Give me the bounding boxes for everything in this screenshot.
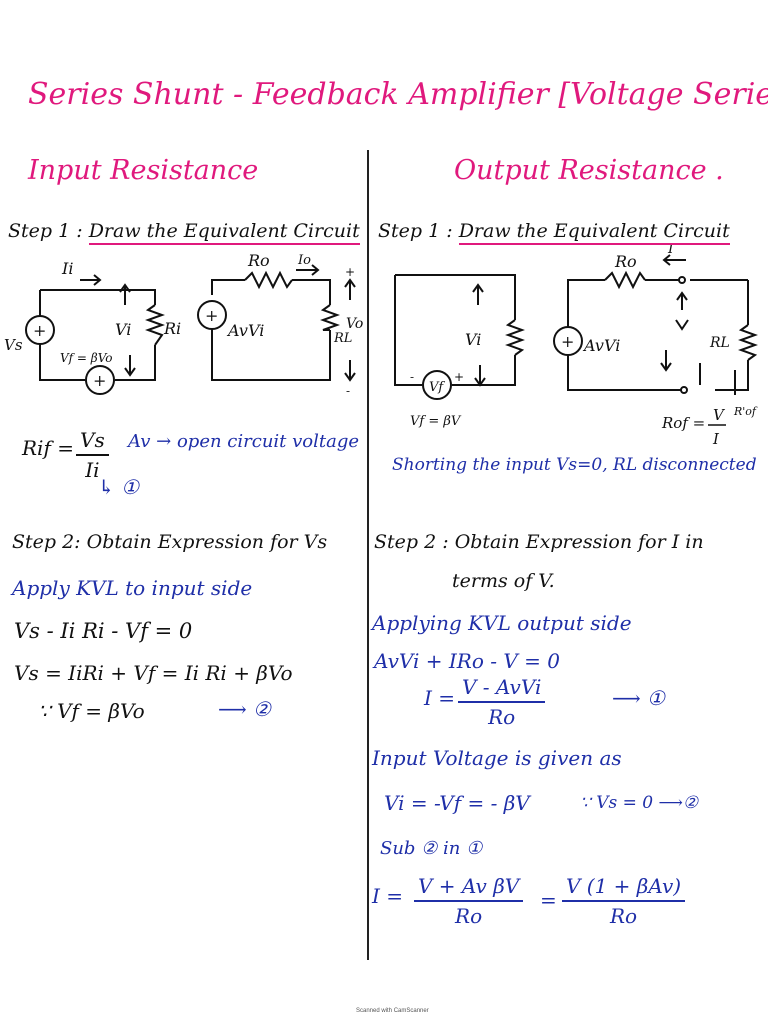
label-ii: Ii <box>61 259 73 278</box>
r-prime-of-label: R'of <box>733 405 758 418</box>
label-vo: Vo <box>346 316 363 332</box>
av-note: Av → open circuit voltage <box>128 431 360 452</box>
right-label-vf: Vf = βV <box>410 414 462 429</box>
rif-label: Rif = <box>22 436 74 460</box>
scanner-footer: Scanned with CamScanner <box>356 1008 429 1014</box>
right-eq4-equals: = <box>540 888 557 912</box>
right-eq1: AvVi + IRo - V = 0 <box>374 649 561 673</box>
right-step1-text: Draw the Equivalent Circuit <box>458 220 730 245</box>
right-eq4-numerator: V + Av βV <box>414 874 524 902</box>
left-kvl-heading: Apply KVL to input side <box>12 576 253 600</box>
output-equivalent-circuit: - + Vf + Vi Vf = βV Ro I AvVi RL Rof = V… <box>394 245 758 448</box>
right-eq4-lhs: I = <box>372 884 404 908</box>
right-eq4-denominator: Ro <box>455 904 483 928</box>
right-step2-cont: terms of V. <box>452 570 555 592</box>
left-eq2: Vs = IiRi + Vf = Ii Ri + βVo <box>14 661 293 685</box>
vf-minus: - <box>410 370 414 384</box>
input-equivalent-circuit: + + + + - Ii Vi Ri Vs Vf = βVo Ro Io AvV… <box>4 251 363 398</box>
right-label-vi: Vi <box>465 330 481 349</box>
right-step1: Step 1 : Draw the Equivalent Circuit <box>378 220 730 245</box>
right-step1-label: Step 1 : <box>378 220 453 242</box>
right-step2-text: Obtain Expression for I in <box>454 531 704 553</box>
left-eq1: Vs - Ii Ri - Vf = 0 <box>14 619 193 643</box>
rif-denominator: Ii <box>85 458 100 482</box>
label-ri: Ri <box>163 319 181 338</box>
input-voltage-heading: Input Voltage is given as <box>372 746 622 770</box>
shorting-note: Shorting the input Vs=0, RL disconnected <box>392 455 757 475</box>
right-eq4-fraction2: V (1 + βAv) Ro <box>562 874 686 928</box>
right-eq3-cond: ∵ Vs = 0 ⟶② <box>580 793 699 813</box>
right-kvl-heading: Applying KVL output side <box>372 611 632 635</box>
right-eq4-fraction: V + Av βV Ro <box>414 874 524 928</box>
label-rl: RL <box>333 331 352 346</box>
input-resistance-heading: Input Resistance <box>28 155 259 186</box>
label-avvi: AvVi <box>226 321 264 340</box>
svg-text:+: + <box>561 332 574 351</box>
left-step1-text: Draw the Equivalent Circuit <box>88 220 360 245</box>
page-title: Series Shunt - Feedback Amplifier [Volta… <box>28 77 768 112</box>
vo-plus: + <box>345 265 355 279</box>
left-eq3-ref: ⟶ ② <box>218 697 271 721</box>
right-label-i: I <box>667 245 674 257</box>
vs-plus-minus: + <box>33 321 46 340</box>
right-eq3: Vi = -Vf = - βV <box>384 791 530 815</box>
right-eq4-numerator2: V (1 + βAv) <box>562 874 686 902</box>
left-step2-label: Step 2: <box>12 531 81 553</box>
output-resistance-heading: Output Resistance . <box>454 155 724 186</box>
right-label-rl: RL <box>709 335 730 351</box>
right-step2-label: Step 2 : <box>374 531 449 553</box>
rif-eq-ref: ↳ ① <box>98 475 140 499</box>
label-ro: Ro <box>247 251 270 270</box>
right-eq2-ref: ⟶ ① <box>612 686 665 710</box>
right-label-ro: Ro <box>614 252 637 271</box>
right-eq4-denominator2: Ro <box>610 904 638 928</box>
left-step1-label: Step 1 : <box>8 220 83 242</box>
sub-note: Sub ② in ① <box>380 838 483 859</box>
left-eq3: ∵ Vf = βVo <box>38 699 145 723</box>
rof-denominator: I <box>712 430 720 448</box>
label-vi: Vi <box>115 320 131 339</box>
vo-minus: - <box>346 384 350 398</box>
vf-plus: + <box>454 370 464 384</box>
rof-numerator: V <box>713 406 726 424</box>
right-eq2-denominator: Ro <box>488 705 516 729</box>
vf-source-label: Vf <box>429 380 445 395</box>
left-step2: Step 2: Obtain Expression for Vs <box>12 533 327 552</box>
svg-text:+: + <box>93 371 106 390</box>
rif-numerator: Vs <box>76 428 109 456</box>
left-step1: Step 1 : Draw the Equivalent Circuit <box>8 220 360 245</box>
rof-label: Rof = <box>661 414 705 432</box>
label-vf: Vf = βVo <box>60 351 113 365</box>
right-eq2-fraction: V - AvVi Ro <box>458 675 546 729</box>
label-vs: Vs <box>4 336 23 354</box>
left-step2-text: Obtain Expression for Vs <box>86 531 328 553</box>
column-divider <box>367 150 369 960</box>
label-io: Io <box>297 253 311 268</box>
right-eq2-lhs: I = <box>424 686 456 710</box>
right-step2: Step 2 : Obtain Expression for I in <box>374 533 704 552</box>
right-eq2-numerator: V - AvVi <box>458 675 546 703</box>
right-label-avvi: AvVi <box>582 336 620 355</box>
rif-fraction: Vs Ii <box>76 428 109 482</box>
svg-text:+: + <box>205 306 218 325</box>
